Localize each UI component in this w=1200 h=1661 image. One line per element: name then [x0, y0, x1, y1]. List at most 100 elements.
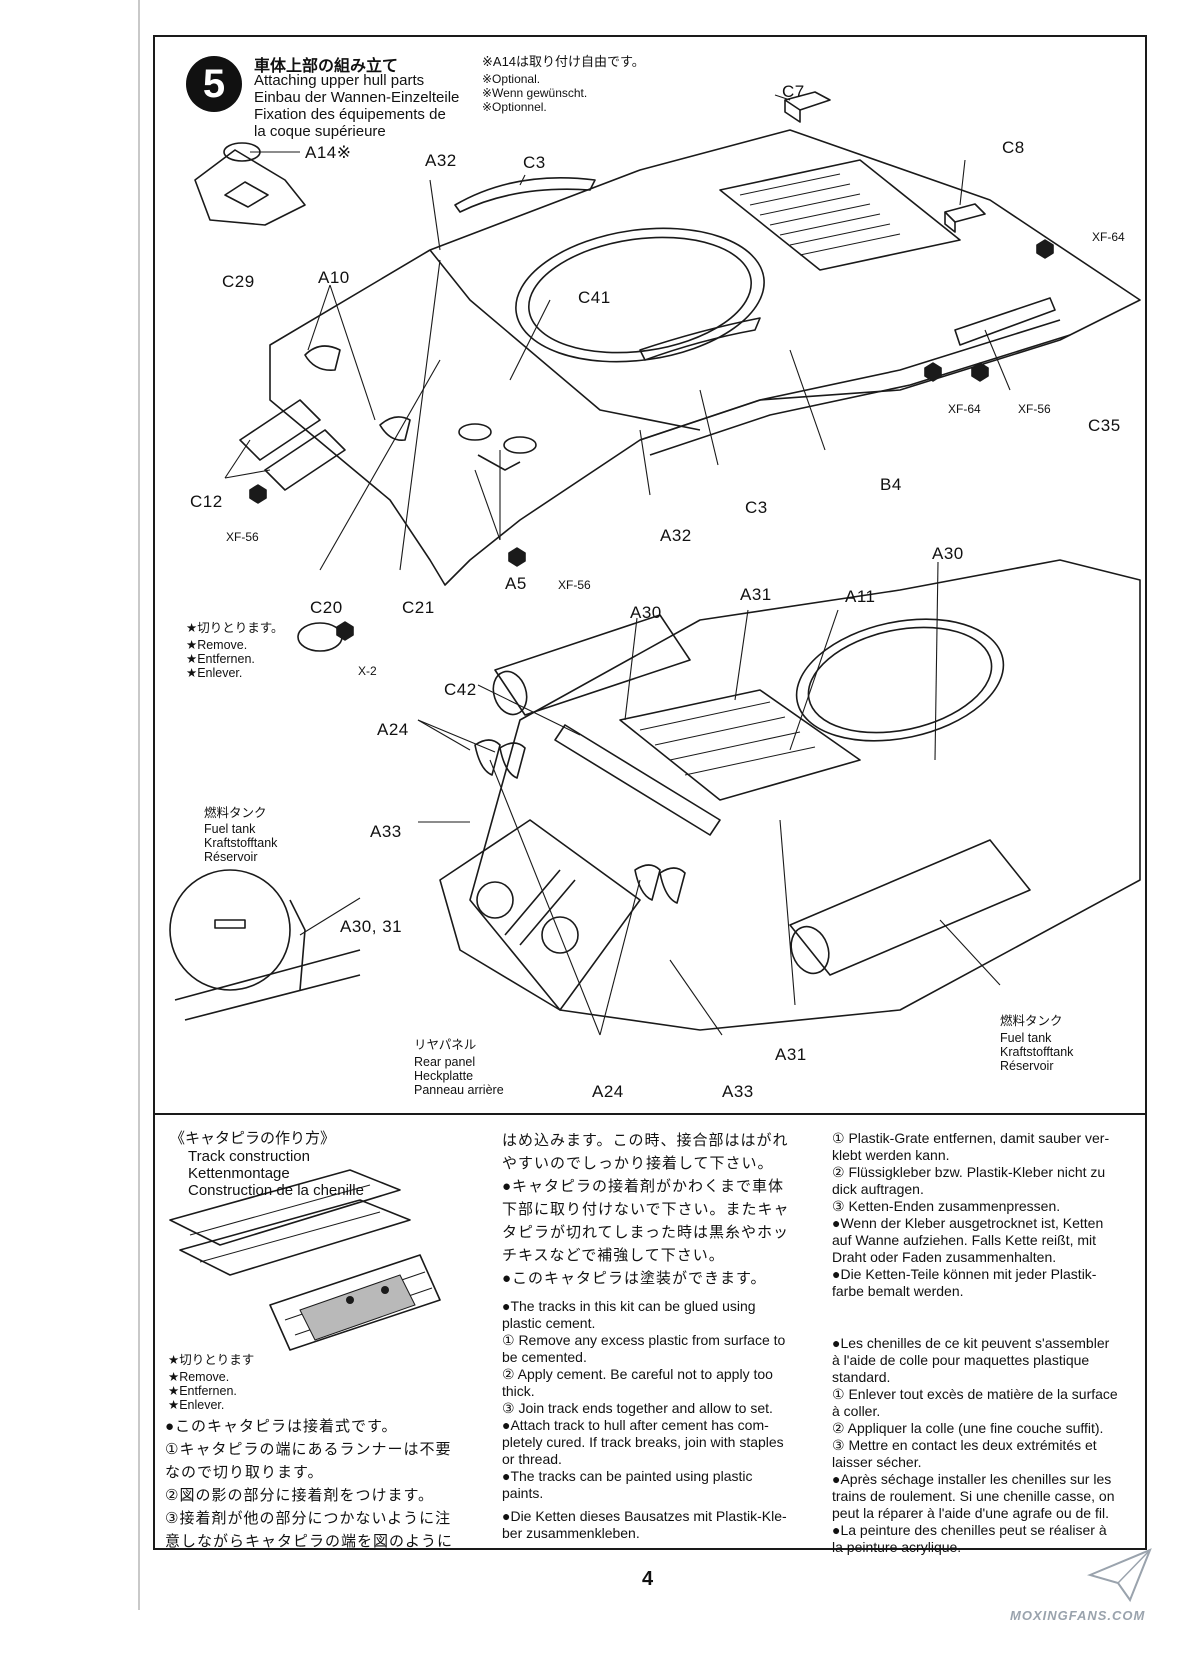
fuel-tank-right-jp: 燃料タンク: [1000, 1014, 1063, 1028]
label-a33-left: A33: [370, 822, 402, 841]
rear-panel-en: Rear panel: [414, 1055, 476, 1069]
en-line: ●The tracks in this kit can be glued usi…: [502, 1298, 756, 1314]
label-c12: C12: [190, 492, 223, 511]
label-c3-top: C3: [523, 153, 546, 172]
label-c29: C29: [222, 272, 255, 291]
de-right-line: auf Wanne aufziehen. Falls Kette reißt, …: [832, 1232, 1097, 1248]
label-x2: X-2: [358, 664, 377, 678]
label-c7: C7: [782, 82, 805, 101]
paper-plane-logo-icon: [1086, 1548, 1152, 1603]
label-a10: A10: [318, 268, 350, 287]
fr-line: ③ Mettre en contact les deux extrémités …: [832, 1437, 1097, 1453]
en-line: plastic cement.: [502, 1315, 596, 1331]
remove-note-jp: ★切りとります。: [186, 621, 284, 635]
de-right-line: ③ Ketten-Enden zusammenpressen.: [832, 1198, 1061, 1214]
remove-note-de: ★Entfernen.: [186, 652, 255, 666]
label-xf64-right: XF-64: [1092, 230, 1125, 244]
step-number-badge: 5: [186, 56, 242, 112]
page-binding-edge: [138, 0, 140, 1610]
label-a31-mid: A31: [740, 585, 772, 604]
remove-note-en: ★Remove.: [186, 638, 248, 652]
de-mid-line: ●Die Ketten dieses Bausatzes mit Plastik…: [502, 1508, 787, 1524]
de-right-line: farbe bemalt werden.: [832, 1283, 964, 1299]
step-title-fr-2: la coque supérieure: [254, 123, 386, 140]
fuel-tank-right-de: Kraftstofftank: [1000, 1045, 1074, 1059]
en-line: or thread.: [502, 1451, 562, 1467]
track-title-en: Track construction: [188, 1148, 310, 1165]
en-line: ① Remove any excess plastic from surface…: [502, 1332, 786, 1348]
track-construction-frame: [153, 1113, 1147, 1550]
fr-line: ●Après séchage installer les chenilles s…: [832, 1471, 1112, 1487]
en-line: pletely cured. If track breaks, join wit…: [502, 1434, 784, 1450]
fr-line: peut la réparer à l'aide d'une agrafe ou…: [832, 1505, 1109, 1521]
fr-line: ●Les chenilles de ce kit peuvent s'assem…: [832, 1335, 1110, 1351]
watermark-text: MOXINGFANS.COM: [1010, 1608, 1146, 1623]
de-right-line: klebt werden kann.: [832, 1147, 950, 1163]
jp-mid-line: はめ込みます。この時、接合部ははがれ: [502, 1132, 789, 1149]
track-remove-jp: ★切りとります: [168, 1353, 255, 1367]
label-a5: A5: [505, 574, 527, 593]
optional-note-de: ※Wenn gewünscht.: [482, 86, 588, 100]
fuel-tank-left-fr: Réservoir: [204, 850, 258, 864]
track-remove-de: ★Entfernen.: [168, 1384, 237, 1398]
optional-note-fr: ※Optionnel.: [482, 100, 547, 114]
en-line: thick.: [502, 1383, 535, 1399]
jp-left-line: なので切り取ります。: [165, 1464, 324, 1481]
jp-left-line: ②図の影の部分に接着剤をつけます。: [165, 1487, 434, 1504]
track-jp-left: ●このキャタピラは接着式です。 ①キャタピラの端にあるランナーは不要 なので切り…: [165, 1416, 485, 1554]
track-de-mid: ●Die Ketten dieses Bausatzes mit Plastik…: [502, 1508, 812, 1542]
optional-note-en: ※Optional.: [482, 72, 541, 86]
fr-line: à coller.: [832, 1403, 881, 1419]
en-line: ② Apply cement. Be careful not to apply …: [502, 1366, 773, 1382]
label-c8: C8: [1002, 138, 1025, 157]
label-a33-bottom: A33: [722, 1082, 754, 1101]
jp-mid-line: タピラが切れてしまった時は黒糸やホッ: [502, 1224, 789, 1241]
label-b4: B4: [880, 475, 902, 494]
fr-line: laisser sécher.: [832, 1454, 922, 1470]
en-line: ●The tracks can be painted using plastic: [502, 1468, 753, 1484]
jp-mid-line: ●このキャタピラは塗装ができます。: [502, 1270, 767, 1287]
track-de-right: ① Plastik-Grate entfernen, damit sauber …: [832, 1130, 1137, 1300]
jp-mid-line: チキスなどで補強して下さい。: [502, 1247, 725, 1264]
jp-left-line: ③接着剤が他の部分につかないように注: [165, 1510, 452, 1527]
de-right-line: ① Plastik-Grate entfernen, damit sauber …: [832, 1130, 1110, 1146]
label-a32-bottom: A32: [660, 526, 692, 545]
step-title-en: Attaching upper hull parts: [254, 72, 425, 89]
en-line: paints.: [502, 1485, 544, 1501]
fr-line: la peinture acrylique.: [832, 1539, 962, 1555]
label-a31-bottom: A31: [775, 1045, 807, 1064]
fr-line: ●La peinture des chenilles peut se réali…: [832, 1522, 1107, 1538]
fr-line: trains de roulement. Si une chenille cas…: [832, 1488, 1115, 1504]
step-title-de: Einbau der Wannen-Einzelteile: [254, 89, 460, 106]
optional-note-jp: ※A14は取り付け自由です。: [482, 54, 645, 69]
track-remove-en: ★Remove.: [168, 1370, 230, 1384]
label-a24-top: A24: [377, 720, 409, 739]
fuel-tank-left-de: Kraftstofftank: [204, 836, 278, 850]
track-en: ●The tracks in this kit can be glued usi…: [502, 1298, 812, 1502]
label-a11: A11: [845, 587, 876, 606]
label-c3-bottom: C3: [745, 498, 768, 517]
label-xf56-left: XF-56: [226, 530, 259, 544]
label-a30-31: A30, 31: [340, 917, 403, 936]
fuel-tank-right-fr: Réservoir: [1000, 1059, 1054, 1073]
label-c20: C20: [310, 598, 343, 617]
step-title-jp: 車体上部の組み立て: [254, 58, 399, 75]
en-line: be cemented.: [502, 1349, 587, 1365]
page-number: 4: [642, 1568, 654, 1590]
label-xf64-mid: XF-64: [948, 402, 981, 416]
fr-line: à l'aide de colle pour maquettes plastiq…: [832, 1352, 1090, 1368]
rear-panel-de: Heckplatte: [414, 1069, 474, 1083]
rear-panel-jp: リヤパネル: [414, 1038, 477, 1052]
de-right-line: dick auftragen.: [832, 1181, 924, 1197]
label-a30-top: A30: [932, 544, 964, 563]
label-c41: C41: [578, 288, 611, 307]
de-right-line: ●Wenn der Kleber ausgetrocknet ist, Kett…: [832, 1215, 1104, 1231]
track-title-fr: Construction de la chenille: [188, 1182, 364, 1199]
fuel-tank-right-en: Fuel tank: [1000, 1031, 1052, 1045]
track-remove-fr: ★Enlever.: [168, 1398, 225, 1412]
label-xf56-mid: XF-56: [1018, 402, 1051, 416]
fuel-tank-left-jp: 燃料タンク: [204, 806, 267, 820]
jp-left-line: ●このキャタピラは接着式です。: [165, 1418, 398, 1435]
rear-panel-fr: Panneau arrière: [414, 1083, 504, 1097]
